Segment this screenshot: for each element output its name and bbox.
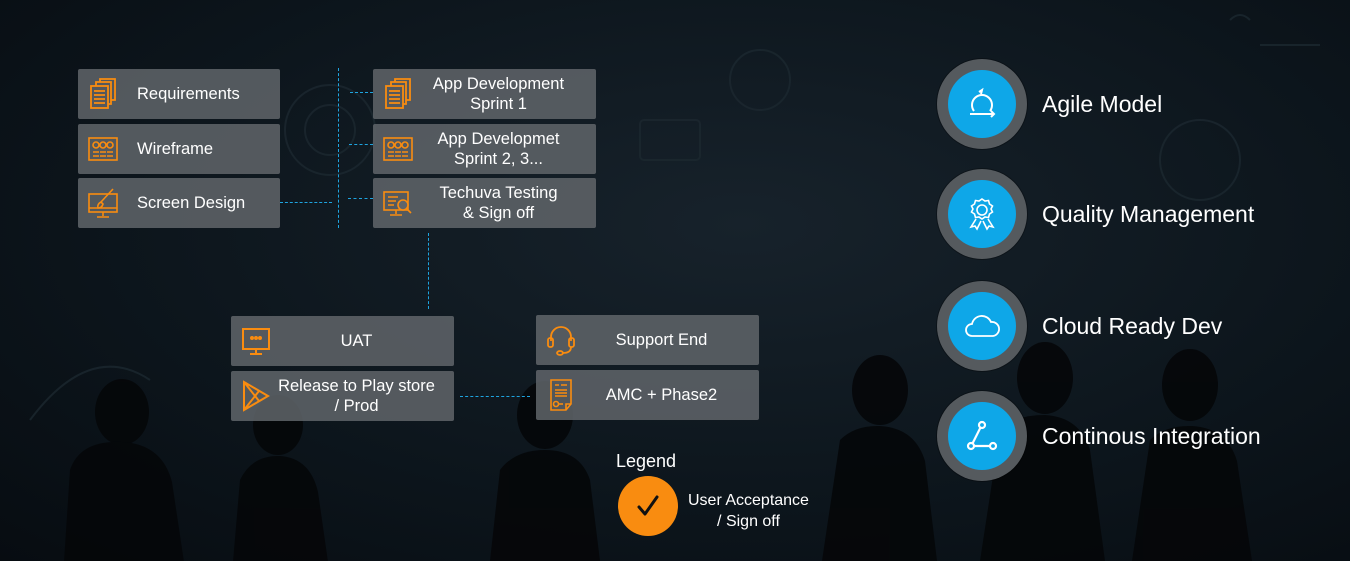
step-label: Screen Design xyxy=(137,194,246,212)
integration-triangle-icon xyxy=(966,420,998,451)
step-label: Requirements xyxy=(137,85,240,103)
play-store-icon xyxy=(243,380,270,412)
step-label: Release to Play store/ Prod xyxy=(278,377,435,415)
connector-sprint2 xyxy=(349,144,373,145)
feature-cloud-ready-dev: Cloud Ready Dev xyxy=(937,281,1222,371)
award-badge-icon xyxy=(969,198,995,231)
connector-release-to-amc xyxy=(460,396,530,397)
feature-label: Agile Model xyxy=(1042,90,1163,117)
monitor-icon xyxy=(242,328,270,355)
design-monitor-icon xyxy=(88,188,118,218)
headset-icon xyxy=(547,326,575,356)
step-label: Techuva Testing& Sign off xyxy=(439,184,558,222)
step-amc-phase2: AMC + Phase2 xyxy=(536,370,759,420)
step-release-play-store: Release to Play store/ Prod xyxy=(231,371,454,421)
legend-title: Legend xyxy=(616,451,677,471)
wireframe-icon xyxy=(383,137,413,161)
agile-cycle-icon xyxy=(970,87,996,118)
step-support-end: Support End xyxy=(536,315,759,365)
feature-ring xyxy=(937,59,1027,149)
feature-label: Cloud Ready Dev xyxy=(1042,312,1223,339)
feature-ring xyxy=(937,169,1027,259)
documents-icon xyxy=(90,78,116,109)
feature-ring xyxy=(937,281,1027,371)
step-wireframe: Wireframe xyxy=(78,124,280,174)
documents-icon xyxy=(385,78,411,109)
checkmark-icon xyxy=(637,495,659,516)
step-label: UAT xyxy=(340,332,373,350)
contract-icon xyxy=(550,379,572,411)
feature-ring xyxy=(937,391,1027,481)
step-requirements: Requirements xyxy=(78,69,280,119)
step-label: Wireframe xyxy=(137,140,214,158)
step-uat: UAT xyxy=(231,316,454,366)
connector-screen-design xyxy=(280,202,332,203)
connector-vertical-main xyxy=(338,68,339,228)
feature-quality-management: Quality Management xyxy=(937,169,1254,259)
testing-monitor-icon xyxy=(383,191,412,216)
step-techuva-testing: Techuva Testing& Sign off xyxy=(373,178,596,228)
cloud-icon xyxy=(965,315,1000,337)
step-label: Support End xyxy=(615,331,708,349)
step-label: AMC + Phase2 xyxy=(605,386,718,404)
step-screen-design: Screen Design xyxy=(78,178,280,228)
legend-marker xyxy=(618,476,678,536)
feature-label: Quality Management xyxy=(1042,200,1255,227)
wireframe-icon xyxy=(88,137,118,161)
connector-sprint1 xyxy=(350,92,373,93)
feature-continous-integration: Continous Integration xyxy=(937,391,1261,481)
feature-agile-model: Agile Model xyxy=(937,59,1162,149)
connector-testing-to-uat xyxy=(428,233,429,309)
legend-description: User Acceptance/ Sign off xyxy=(688,492,809,530)
feature-label: Continous Integration xyxy=(1042,422,1261,449)
connector-testing xyxy=(348,198,373,199)
